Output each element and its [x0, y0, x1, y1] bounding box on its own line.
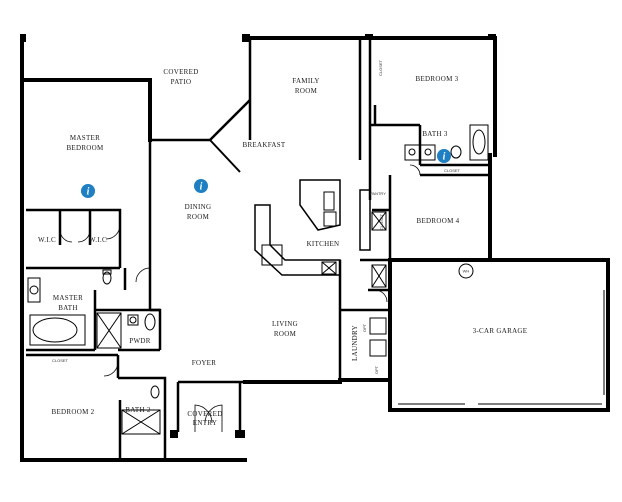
info-pin-bath-3[interactable]: i [437, 149, 451, 163]
closet-label-bath-3: CLOSET [444, 168, 461, 173]
room-label-wic-right: W.I.C [89, 236, 107, 244]
room-label-bedroom-2: BEDROOM 2 [52, 408, 95, 416]
room-label-foyer: FOYER [192, 359, 216, 367]
room-label-bedroom-3: BEDROOM 3 [416, 75, 459, 83]
closet-label-bedroom-3: CLOSET [378, 59, 383, 76]
room-label-pwdr: PWDR [129, 337, 150, 345]
opt-label-2: OPT [374, 365, 379, 374]
info-icon: i [200, 182, 203, 193]
closet-label-bedroom-4: CLOSET [379, 213, 384, 230]
wall-stubs [20, 34, 496, 438]
info-pin-bg [81, 184, 95, 198]
exterior-walls [20, 34, 610, 462]
info-pin-master-bedroom[interactable]: i [81, 184, 95, 198]
room-label-wic-left: W.I.C [38, 236, 56, 244]
doors [59, 139, 421, 432]
room-label-breakfast: BREAKFAST [242, 141, 285, 149]
room-label-bath-3: BATH 3 [422, 130, 448, 138]
opt-label-1: OPT [362, 323, 367, 332]
room-label-bedroom-4: BEDROOM 4 [417, 217, 460, 225]
room-label-laundry: LAUNDRY [351, 325, 359, 361]
info-pin-dining-room[interactable]: i [194, 179, 208, 193]
pantry-label: PANTRY [370, 191, 386, 196]
info-icon: i [87, 187, 90, 198]
small-labels: CLOSET CLOSET CLOSET PANTRY CLOSET OPT O… [52, 59, 469, 374]
water-heater-label: WH [463, 269, 470, 274]
info-pin-bg [194, 179, 208, 193]
closet-label-bedroom-2: CLOSET [52, 358, 69, 363]
room-label-kitchen: KITCHEN [307, 240, 340, 248]
room-label-garage: 3-CAR GARAGE [473, 327, 528, 335]
kitchen-counters [254, 179, 371, 276]
info-pin-bg [437, 149, 451, 163]
room-label-bath-2: BATH 2 [125, 406, 151, 414]
interior-walls [26, 38, 490, 460]
info-icon: i [443, 152, 446, 163]
fixtures [27, 124, 605, 435]
